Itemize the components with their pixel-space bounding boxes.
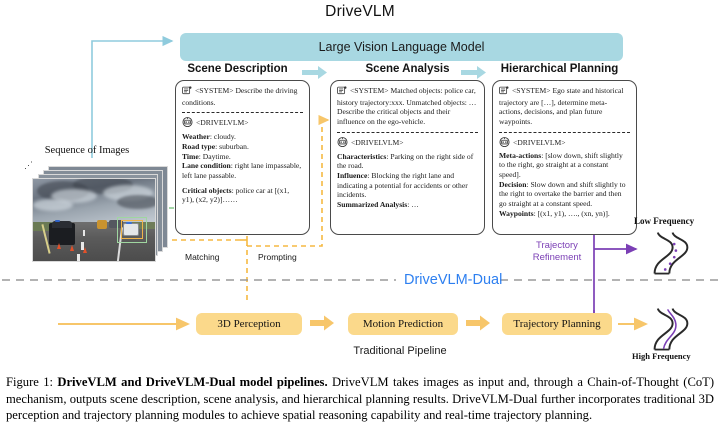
cot-box-scene-analysis: <SYSTEM> Matched objects: police car, hi… (330, 80, 485, 235)
field-value: … (411, 200, 419, 210)
system-prompt-block-3: <SYSTEM> Ego state and historical trajec… (499, 86, 630, 130)
arrow-stage1-to-stage2 (302, 66, 327, 79)
vlm-output-block-1: <DRIVELVLM> Weather: cloudy. Road type: … (182, 117, 302, 205)
trajectory-refinement-line1: Trajectory (536, 240, 578, 251)
high-frequency-label: High Frequency (632, 351, 691, 361)
robot-icon (499, 136, 510, 150)
field-key: Time (182, 151, 199, 161)
sequence-of-images-label: Sequence of Images (44, 145, 130, 156)
figure-diagram: DriveVLM Large Vision Language Model Sce… (2, 3, 718, 361)
arrow-stage2-to-stage3 (461, 66, 486, 79)
cot-box-scene-description: <SYSTEM> Describe the driving conditions… (175, 80, 310, 235)
field-key: Decision (499, 179, 527, 189)
caption-body: DriveVLM takes images as input and, thro… (6, 375, 715, 423)
road-glyph-high-frequency (653, 308, 689, 351)
traffic-cone (83, 247, 87, 253)
lvlm-label: Large Vision Language Model (318, 40, 485, 54)
pipeline-label: Motion Prediction (362, 318, 444, 330)
pipeline-label: Trajectory Planning (513, 318, 601, 330)
stack-tick-icon: ⋰ (24, 160, 33, 170)
cot-box-hierarchical-planning: <SYSTEM> Ego state and historical trajec… (492, 80, 637, 235)
bbox-green-detection (117, 217, 147, 243)
field-key: Meta-actions (499, 150, 542, 160)
matching-label: Matching (185, 252, 220, 262)
stage-header-scene-description: Scene Description (187, 63, 288, 75)
field-key: Lane condition (182, 161, 231, 171)
field-key: Critical objects (182, 185, 232, 195)
vehicle-far (109, 220, 123, 228)
vlm-output-block-2: <DRIVELVLM> Characteristics: Parking on … (337, 136, 474, 210)
vlm-tag-2: <DRIVELVLM> (351, 137, 404, 147)
robot-icon (337, 136, 348, 150)
pipeline-box-trajectory-planning[interactable]: Trajectory Planning (502, 313, 612, 335)
field-value: [(x1, y1), …., (xn, yn)]. (537, 208, 610, 218)
robot-icon (182, 117, 193, 130)
vehicle-ego-front (49, 223, 75, 245)
vlm-tag-3: <DRIVELVLM> (513, 137, 566, 147)
system-text-1: Describe the driving conditions. (182, 86, 298, 107)
document-icon (337, 86, 347, 98)
system-text-3: Ego state and historical trajectory are … (499, 86, 624, 127)
document-icon (182, 86, 192, 98)
field-value: cloudy. (213, 132, 236, 142)
field-value: Slow down and shift slightly to the righ… (499, 179, 626, 209)
image-sequence[interactable]: ⋰ (22, 160, 172, 270)
police-lightbar (126, 222, 132, 224)
sky-region (33, 179, 155, 222)
figure-title: DriveVLM (325, 3, 395, 20)
caption-bold-title: DriveVLM and DriveVLM-Dual model pipelin… (57, 375, 328, 389)
field-value: Parking on the right side of the road. (337, 151, 474, 171)
stage-header-hierarchical-planning: Hierarchical Planning (500, 63, 619, 75)
road-glyph-low-frequency (653, 232, 689, 275)
arrow-images-to-lvlm (91, 35, 174, 158)
traditional-pipeline-label: Traditional Pipeline (353, 345, 447, 357)
prompting-label: Prompting (258, 252, 297, 262)
arrow-perception-to-motion (310, 315, 334, 331)
box-divider-3 (499, 131, 630, 133)
field-value: [slow down, shift slightly to the right,… (499, 150, 623, 180)
vlm-tag-1: <DRIVELVLM> (196, 118, 249, 128)
arrow-motion-to-planning (466, 315, 490, 331)
system-prompt-block-1: <SYSTEM> Describe the driving conditions… (182, 86, 303, 110)
field-value: police car at [(x1, y1), (x2, y2)]…… (182, 185, 290, 205)
low-frequency-label: Low Frequency (634, 216, 695, 226)
field-key: Influence (337, 171, 368, 181)
vehicle-truck (97, 220, 107, 229)
box-divider-1 (182, 112, 303, 114)
system-tag-2: <SYSTEM> (350, 86, 389, 95)
bbox-orange-detection (121, 220, 143, 239)
drivevlm-dual-label: DriveVLM-Dual (404, 272, 503, 288)
field-key: Weather (182, 132, 210, 142)
figure-caption: Figure 1: DriveVLM and DriveVLM-Dual mod… (6, 374, 714, 424)
caption-figure-number: Figure 1: (6, 375, 54, 389)
system-tag-1: <SYSTEM> (195, 86, 234, 95)
document-icon (499, 86, 509, 98)
system-prompt-block-2: <SYSTEM> Matched objects: police car, hi… (337, 86, 478, 130)
system-text-2: Matched objects: police car, history tra… (337, 86, 477, 127)
box-divider-2 (337, 131, 478, 133)
system-tag-3: <SYSTEM> (512, 86, 551, 95)
field-value: right lane impassable, left lane passabl… (182, 161, 302, 181)
field-value: Daytime. (202, 151, 231, 161)
stage-header-scene-analysis: Scene Analysis (365, 63, 450, 75)
field-value: suburban. (219, 141, 249, 151)
vehicle-lightbar (55, 220, 60, 222)
field-key: Waypoints (499, 208, 534, 218)
trajectory-refinement-label: Trajectory Refinement (522, 240, 592, 264)
trajectory-refinement-line2: Refinement (532, 251, 582, 263)
pipeline-box-3d-perception[interactable]: 3D Perception (196, 313, 302, 335)
field-key: Characteristics (337, 151, 387, 161)
pipeline-label: 3D Perception (217, 318, 281, 330)
traffic-cone (70, 245, 74, 251)
photo-front[interactable] (32, 178, 156, 262)
field-key: Road type (182, 141, 216, 151)
field-value: Blocking the right lane and indicating a… (337, 171, 468, 200)
pipeline-box-motion-prediction[interactable]: Motion Prediction (348, 313, 458, 335)
field-key: Summarized Analysis (337, 200, 408, 210)
vlm-output-block-3: <DRIVELVLM> Meta-actions: [slow down, sh… (499, 136, 626, 218)
traffic-cone (57, 243, 61, 249)
large-vision-language-model-box[interactable]: Large Vision Language Model (180, 33, 623, 61)
vehicle-roof (52, 221, 72, 228)
